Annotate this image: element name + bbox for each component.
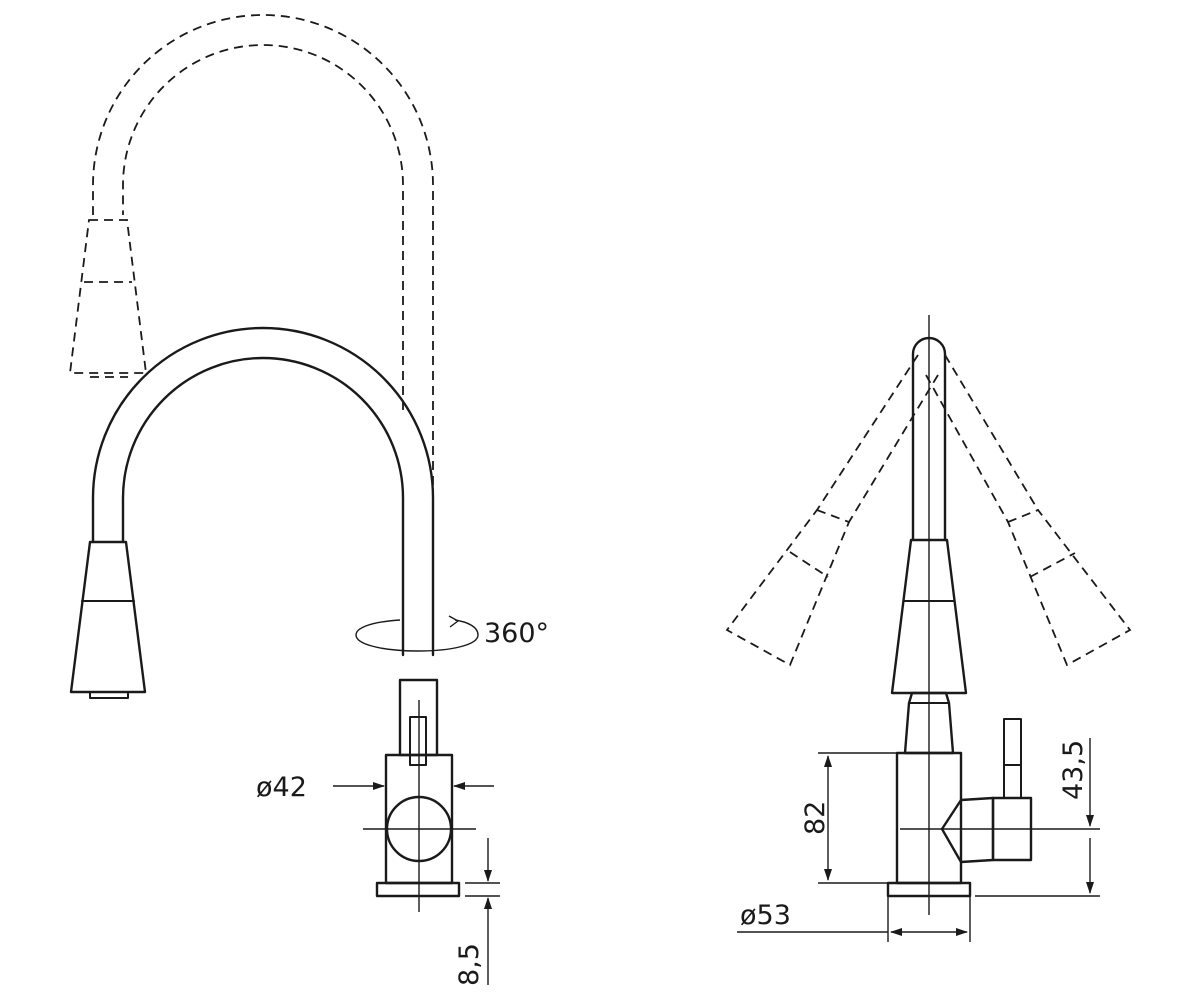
dim-base-diameter-label: ø53 bbox=[740, 900, 791, 931]
rotation-label: 360° bbox=[484, 618, 549, 649]
side-dashed-swing-left bbox=[725, 354, 939, 667]
dim-handle-height-label: 43,5 bbox=[1058, 740, 1089, 800]
front-handle-lever bbox=[409, 716, 427, 766]
rotation-indicator: 360° bbox=[355, 615, 549, 652]
side-dashed-swing-right bbox=[925, 354, 1132, 667]
dim-base-height: 8,5 bbox=[454, 838, 500, 986]
side-spout-tube bbox=[911, 315, 947, 915]
front-spout-gooseneck bbox=[91, 326, 435, 657]
dim-body-height: 82 bbox=[800, 752, 897, 884]
front-dashed-raised-spout bbox=[68, 14, 434, 500]
dim-body-diameter-label: ø42 bbox=[256, 772, 307, 803]
side-base bbox=[886, 881, 972, 898]
side-handle bbox=[940, 718, 1033, 864]
side-spray-head bbox=[890, 538, 968, 695]
side-view: 82 43,5 ø53 bbox=[725, 315, 1132, 942]
dim-base-diameter: ø53 bbox=[737, 896, 971, 942]
front-base bbox=[375, 881, 461, 898]
front-view: 360° ø42 8,5 bbox=[68, 14, 549, 986]
front-spray-head bbox=[69, 540, 147, 699]
dim-body-height-label: 82 bbox=[800, 801, 831, 835]
dim-base-height-label: 8,5 bbox=[454, 943, 485, 986]
dim-body-diameter: ø42 bbox=[256, 772, 494, 803]
dim-handle-height: 43,5 bbox=[975, 738, 1100, 897]
